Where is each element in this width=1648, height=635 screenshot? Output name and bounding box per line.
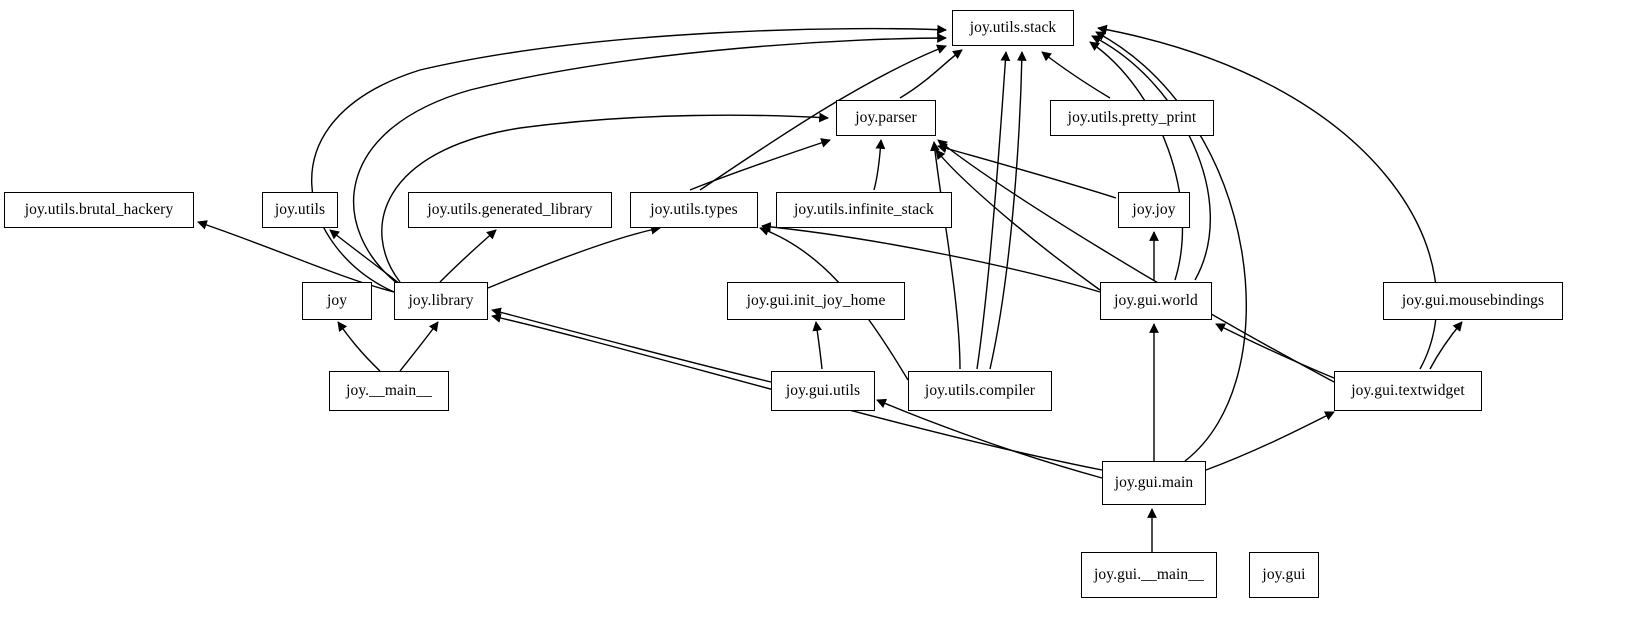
edge-library-to-utils_brutal bbox=[197, 220, 395, 293]
node-utils_generated[interactable]: joy.utils.generated_library bbox=[408, 192, 612, 228]
node-gui_main_module[interactable]: joy.gui.__main__ bbox=[1081, 552, 1217, 598]
node-utils_stack[interactable]: joy.utils.stack bbox=[952, 10, 1074, 46]
node-gui_init_joy_home[interactable]: joy.gui.init_joy_home bbox=[727, 282, 905, 320]
edge-utils_compiler-to-utils_stack bbox=[976, 51, 1011, 370]
node-utils_types[interactable]: joy.utils.types bbox=[630, 192, 758, 228]
node-utils_brutal[interactable]: joy.utils.brutal_hackery bbox=[4, 192, 194, 228]
node-label-utils_stack: joy.utils.stack bbox=[969, 19, 1057, 37]
node-label-library: joy.library bbox=[408, 292, 474, 310]
node-joy_joy[interactable]: joy.joy bbox=[1118, 192, 1190, 228]
node-gui_textwidget[interactable]: joy.gui.textwidget bbox=[1334, 371, 1482, 411]
node-gui_world[interactable]: joy.gui.world bbox=[1100, 282, 1212, 320]
edge-gui_main-to-gui_textwidget bbox=[1205, 411, 1335, 471]
node-label-joy_joy: joy.joy bbox=[1132, 201, 1176, 219]
edge-gui_main-to-utils_stack bbox=[1095, 31, 1247, 462]
edge-gui_world-to-utils_stack bbox=[1089, 41, 1184, 281]
edge-gui_utils-to-gui_init_joy_home bbox=[812, 321, 823, 370]
node-label-gui_init_joy_home: joy.gui.init_joy_home bbox=[746, 292, 886, 310]
node-utils_infinite[interactable]: joy.utils.infinite_stack bbox=[776, 192, 952, 228]
node-label-utils: joy.utils bbox=[274, 201, 326, 219]
node-label-utils_generated: joy.utils.generated_library bbox=[427, 201, 593, 219]
node-parser[interactable]: joy.parser bbox=[836, 100, 936, 136]
node-label-utils_compiler: joy.utils.compiler bbox=[924, 382, 1036, 400]
node-gui_main[interactable]: joy.gui.main bbox=[1102, 461, 1206, 505]
node-label-parser: joy.parser bbox=[855, 109, 917, 127]
node-label-gui_main_module: joy.gui.__main__ bbox=[1094, 566, 1204, 584]
edge-library-to-utils_types bbox=[487, 224, 661, 289]
node-label-gui_mousebindings: joy.gui.mousebindings bbox=[1401, 292, 1545, 310]
node-gui_mousebindings[interactable]: joy.gui.mousebindings bbox=[1383, 282, 1563, 320]
edge-gui_main-to-gui_utils bbox=[876, 398, 1103, 479]
node-label-utils_infinite: joy.utils.infinite_stack bbox=[793, 201, 934, 219]
node-label-gui_main: joy.gui.main bbox=[1114, 474, 1194, 492]
edge-main-to-library bbox=[399, 321, 439, 372]
edge-utils_compiler-to-parser bbox=[930, 141, 961, 370]
edge-library-to-utils bbox=[329, 229, 401, 285]
node-library[interactable]: joy.library bbox=[394, 282, 488, 320]
edge-utils_infinite-to-parser bbox=[873, 139, 886, 191]
node-joy[interactable]: joy bbox=[302, 282, 372, 320]
node-utils_compiler[interactable]: joy.utils.compiler bbox=[908, 371, 1052, 411]
edge-main-to-joy bbox=[337, 321, 381, 372]
node-label-utils_types: joy.utils.types bbox=[650, 201, 738, 219]
edge-gui_world-to-parser bbox=[935, 149, 1101, 291]
edge-gui_world-to-utils_stack bbox=[1091, 35, 1211, 281]
edge-gui_textwidget-to-gui_mousebindings bbox=[1429, 321, 1463, 370]
edge-parser-to-utils_stack bbox=[899, 49, 963, 99]
node-label-gui_world: joy.gui.world bbox=[1114, 292, 1198, 310]
edge-utils_pretty_print-to-utils_stack bbox=[1041, 51, 1111, 99]
edge-gui_textwidget-to-parser bbox=[937, 139, 1335, 383]
edge-utils_types-to-utils_stack bbox=[699, 44, 947, 191]
node-label-gui: joy.gui bbox=[1262, 566, 1306, 584]
node-label-gui_textwidget: joy.gui.textwidget bbox=[1351, 382, 1465, 400]
node-label-utils_pretty_print: joy.utils.pretty_print bbox=[1067, 109, 1197, 127]
node-main[interactable]: joy.__main__ bbox=[329, 371, 449, 411]
node-gui_utils[interactable]: joy.gui.utils bbox=[771, 371, 875, 411]
edge-gui_textwidget-to-gui_world bbox=[1215, 323, 1335, 379]
node-utils_pretty_print[interactable]: joy.utils.pretty_print bbox=[1050, 100, 1214, 136]
edge-gui_utils-to-library bbox=[491, 307, 772, 383]
edge-gui_world-to-utils_types bbox=[761, 222, 1101, 293]
edge-utils_types-to-parser bbox=[689, 138, 831, 191]
node-label-joy: joy bbox=[326, 292, 348, 310]
edge-library-to-parser bbox=[381, 112, 829, 283]
node-gui[interactable]: joy.gui bbox=[1249, 552, 1319, 598]
node-label-gui_utils: joy.gui.utils bbox=[785, 382, 861, 400]
node-label-main: joy.__main__ bbox=[346, 382, 432, 400]
edge-library-to-utils_stack bbox=[352, 33, 947, 285]
edge-library-to-utils_generated bbox=[439, 229, 497, 283]
edge-joy_joy-to-parser bbox=[937, 143, 1117, 199]
edge-utils_compiler-to-utils_stack bbox=[989, 51, 1027, 370]
node-utils[interactable]: joy.utils bbox=[262, 192, 338, 228]
node-label-utils_brutal: joy.utils.brutal_hackery bbox=[24, 201, 174, 219]
